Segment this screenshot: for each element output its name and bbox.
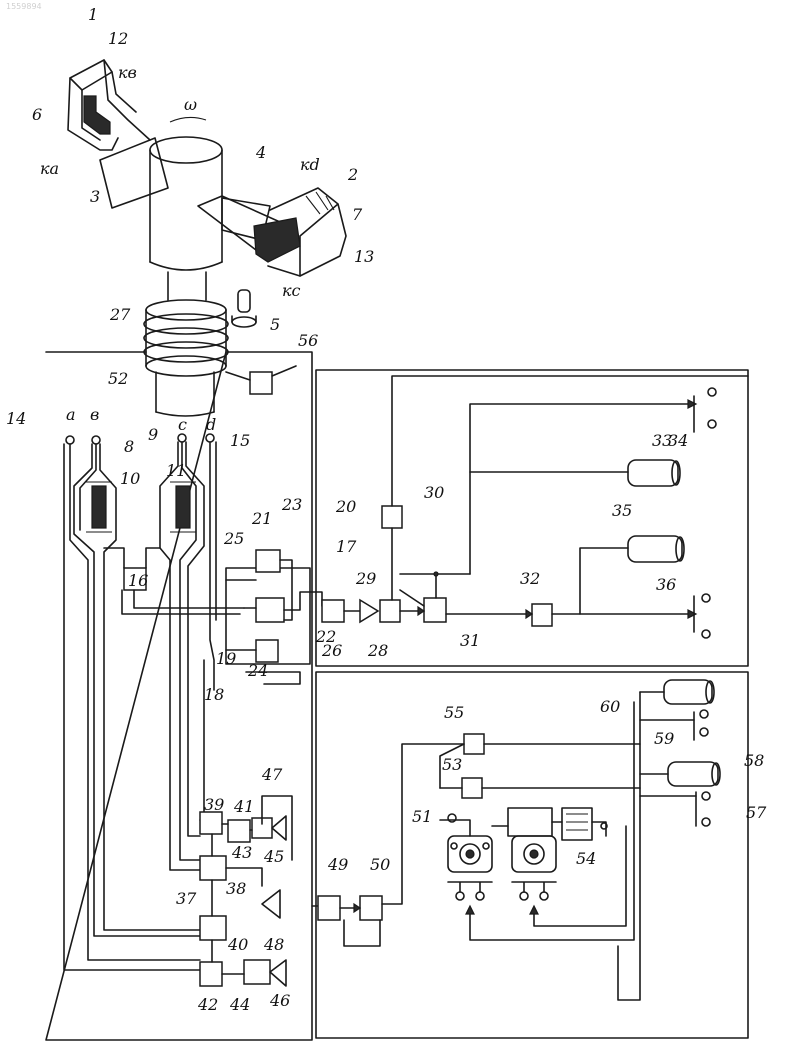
label-38: 38 (226, 879, 246, 898)
label-kb: кв (118, 63, 137, 82)
label-5: 5 (270, 315, 280, 334)
label-9: 9 (148, 425, 158, 444)
label-27: 27 (109, 305, 131, 324)
label-c: c (178, 415, 187, 434)
label-omega: ω (184, 95, 197, 114)
label-44: 44 (229, 995, 250, 1014)
label-1: 1 (88, 5, 98, 24)
label-57: 57 (746, 803, 767, 822)
label-a: a (66, 405, 76, 424)
label-31: 31 (460, 631, 480, 650)
label-4: 4 (255, 143, 266, 162)
label-b: в (90, 405, 99, 424)
label-39: 39 (204, 795, 224, 814)
label-36: 36 (656, 575, 676, 594)
label-40: 40 (227, 935, 248, 954)
lower-left-blocks (200, 796, 326, 986)
label-kd: кd (300, 155, 320, 174)
label-49: 49 (327, 855, 348, 874)
label-51: 51 (412, 807, 432, 826)
label-d: d (206, 415, 216, 434)
label-26: 26 (321, 641, 342, 660)
label-56: 56 (298, 331, 318, 350)
label-37: 37 (176, 889, 197, 908)
label-55: 55 (444, 703, 464, 722)
label-11: 11 (166, 461, 186, 480)
label-2: 2 (347, 165, 358, 184)
label-25: 25 (223, 529, 244, 548)
label-6: 6 (32, 105, 42, 124)
label-10: 10 (120, 469, 140, 488)
label-14: 14 (6, 409, 26, 428)
label-20: 20 (335, 497, 356, 516)
label-15: 15 (230, 431, 250, 450)
label-13: 13 (354, 247, 374, 266)
label-43: 43 (231, 843, 252, 862)
label-8: 8 (124, 437, 134, 456)
watermark: 1559894 (6, 2, 42, 11)
label-59: 59 (654, 729, 674, 748)
label-54: 54 (576, 849, 596, 868)
label-12: 12 (108, 29, 128, 48)
label-32: 32 (520, 569, 540, 588)
label-ka: ка (40, 159, 59, 178)
label-58: 58 (744, 751, 764, 770)
label-29: 29 (355, 569, 376, 588)
label-19: 19 (216, 649, 236, 668)
label-18: 18 (204, 685, 224, 704)
label-34: 34 (668, 431, 688, 450)
label-30: 30 (424, 483, 444, 502)
block-56 (226, 366, 296, 394)
label-50: 50 (370, 855, 390, 874)
upper-control-blocks (226, 376, 748, 684)
label-53: 53 (442, 755, 462, 774)
label-48: 48 (263, 935, 284, 954)
label-52: 52 (108, 369, 128, 388)
label-46: 46 (269, 991, 290, 1010)
rotor-assembly (68, 60, 346, 416)
label-28: 28 (367, 641, 388, 660)
label-47: 47 (261, 765, 283, 784)
label-16: 16 (128, 571, 148, 590)
label-45: 45 (263, 847, 284, 866)
label-23: 23 (281, 495, 302, 514)
label-42: 42 (197, 995, 218, 1014)
label-kc: кс (282, 281, 301, 300)
label-60: 60 (600, 697, 620, 716)
label-3: 3 (90, 187, 100, 206)
label-21: 21 (251, 509, 272, 528)
label-7: 7 (352, 205, 363, 224)
label-41: 41 (233, 797, 254, 816)
label-24: 24 (247, 661, 268, 680)
label-17: 17 (336, 537, 357, 556)
lower-right-blocks (318, 680, 720, 1000)
label-35: 35 (612, 501, 632, 520)
